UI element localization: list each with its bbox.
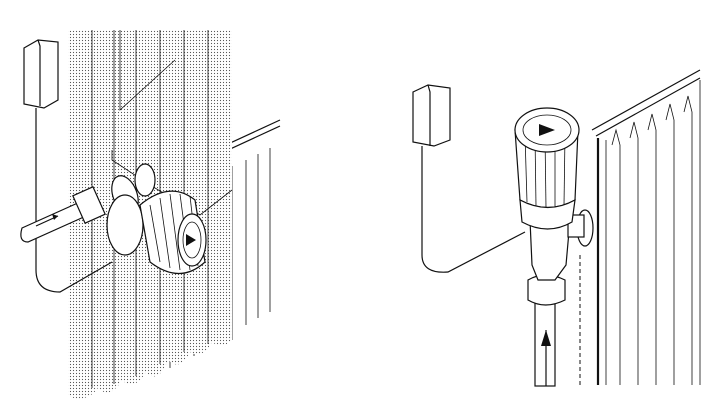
remote-sensor-box xyxy=(412,84,451,147)
capillary-tube xyxy=(421,146,526,273)
supply-pipe xyxy=(527,274,566,387)
thermostat-head xyxy=(514,107,580,230)
arrow-marker-icon xyxy=(539,124,555,136)
thermostat-head xyxy=(106,190,207,274)
inlet-pipe xyxy=(20,201,87,243)
left-panel xyxy=(20,30,281,399)
capillary-tube xyxy=(35,108,113,293)
right-radiator xyxy=(591,69,701,385)
arrow-marker-icon xyxy=(186,234,196,246)
valve-body xyxy=(529,209,594,281)
right-panel xyxy=(412,69,701,387)
flow-arrow-icon xyxy=(541,330,551,346)
remote-sensor-box xyxy=(23,39,59,109)
